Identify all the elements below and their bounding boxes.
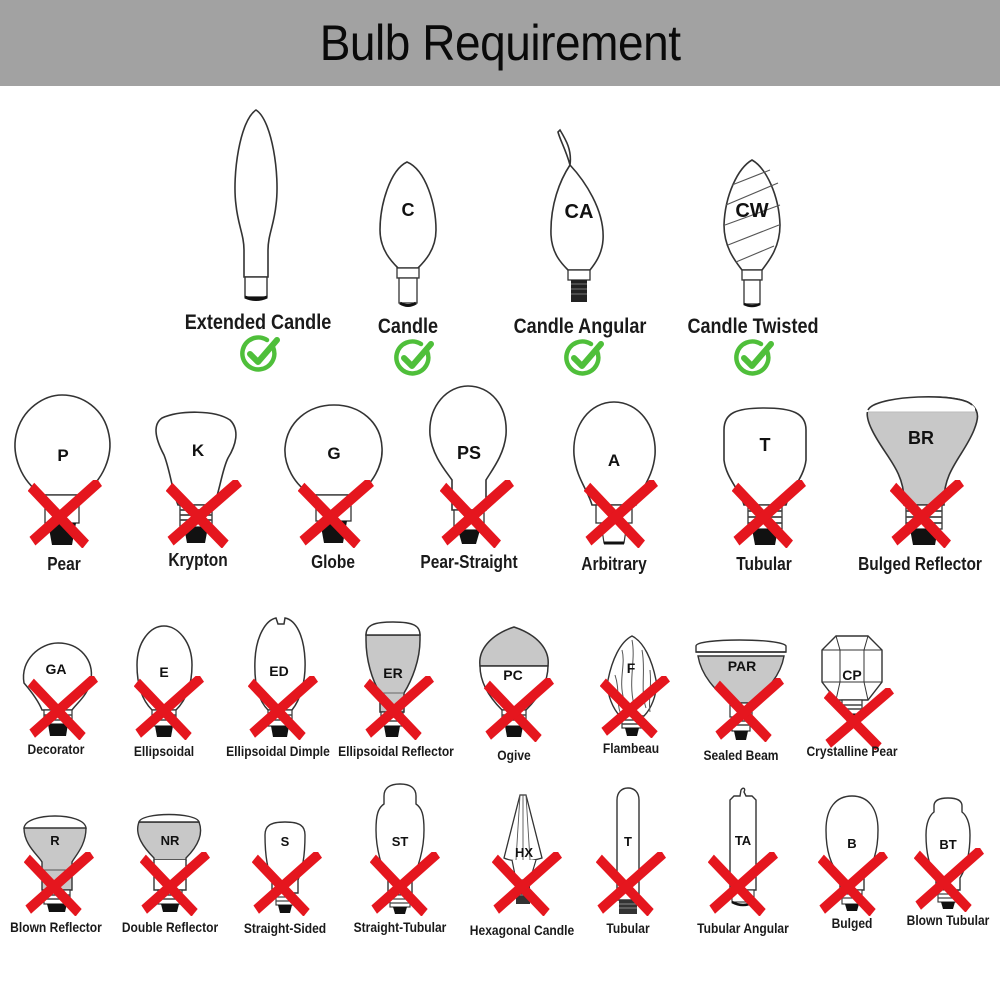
bulb-code: T xyxy=(624,834,632,849)
header-banner: Bulb Requirement xyxy=(0,0,1000,86)
bulb-code: B xyxy=(847,836,857,851)
bulb-code: ER xyxy=(383,665,403,681)
bulb-name: Hexagonal Candle xyxy=(469,922,575,938)
bulb-name: Blown Reflector xyxy=(10,919,102,935)
bulb-code: HX xyxy=(514,845,534,860)
bulb-name: Extended Candle xyxy=(184,311,332,334)
bulb-name: Bulged Reflector xyxy=(858,554,982,574)
bulb-code: PAR xyxy=(727,658,757,674)
bulb-name: Ellipsoidal xyxy=(133,743,195,759)
bulb-code: NR xyxy=(160,833,180,848)
bulb-name: Blown Tubular xyxy=(906,912,990,928)
bulb-name: Pear-Straight xyxy=(420,552,518,572)
bulb-code: PC xyxy=(503,667,523,683)
bulb-name: Candle Twisted xyxy=(687,315,819,338)
bulb-code: CP xyxy=(842,667,862,683)
bulb-code: CW xyxy=(735,200,769,222)
bulb-name: Candle xyxy=(377,315,439,338)
bulb-code: CA xyxy=(564,201,594,223)
bulb-code: E xyxy=(159,664,169,680)
bulb-name: Crystalline Pear xyxy=(806,743,898,759)
bulb-code: F xyxy=(626,660,636,676)
bulb-code: BT xyxy=(939,837,957,852)
bulb-code: ED xyxy=(269,663,289,679)
bulb-code: T xyxy=(759,435,771,455)
bulb-name: Ellipsoidal Reflector xyxy=(338,743,454,759)
bulb-code: A xyxy=(607,451,621,470)
bulb-name: Tubular Angular xyxy=(697,920,789,936)
bulb-name: Globe xyxy=(311,552,355,572)
bulb-name: Tubular xyxy=(606,920,650,936)
bulb-name: Bulged xyxy=(831,915,873,931)
bulb-code: TA xyxy=(734,833,752,848)
bulb-code: S xyxy=(280,834,290,849)
bulb-code: G xyxy=(327,444,341,463)
bulb-name: Arbitrary xyxy=(581,554,647,574)
bulb-code: PS xyxy=(456,443,482,463)
bulb-name: Double Reflector xyxy=(121,919,219,935)
bulb-name: Candle Angular xyxy=(513,315,647,338)
bulb-name: Ogive xyxy=(497,747,531,763)
bulb-name: Ellipsoidal Dimple xyxy=(226,743,330,759)
bulb-name: Tubular xyxy=(736,554,792,574)
bulb-name: Krypton xyxy=(168,550,228,570)
bulb-name: Decorator xyxy=(27,741,85,757)
bulb-code: ST xyxy=(391,834,409,849)
bulb-code: C xyxy=(401,200,415,220)
red-x-icon xyxy=(914,848,984,912)
page-title: Bulb Requirement xyxy=(319,15,681,71)
bulb-name: Straight-Sided xyxy=(243,920,327,936)
bulb-code: K xyxy=(191,441,205,460)
bulb-code: BR xyxy=(908,428,934,448)
bulb-code: P xyxy=(57,446,69,465)
bulb-code: GA xyxy=(45,661,67,677)
bulb-name: Straight-Tubular xyxy=(353,919,447,935)
bulb-name: Pear xyxy=(47,554,81,574)
bulb-code: R xyxy=(50,833,60,848)
bulb-name: Flambeau xyxy=(602,740,660,756)
bulb-name: Sealed Beam xyxy=(703,747,779,763)
